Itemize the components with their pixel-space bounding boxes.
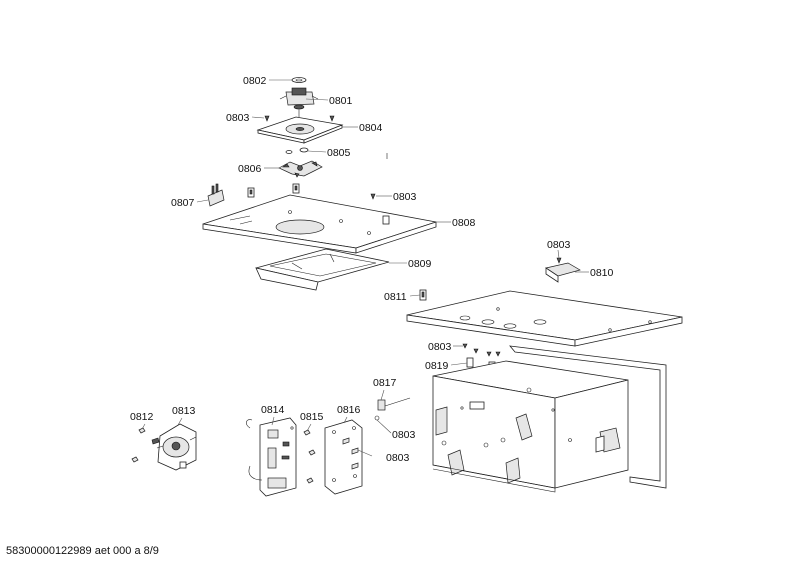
callout-0807: 0807 (171, 197, 195, 209)
motor-0813 (151, 423, 197, 471)
callout-0803: 0803 (392, 429, 416, 441)
callout-0805: 0805 (327, 147, 351, 159)
callout-0803: 0803 (428, 341, 452, 353)
oven-cavity (432, 345, 667, 493)
callout-0804: 0804 (359, 122, 383, 134)
clamp-0810 (545, 257, 581, 283)
clip-0811 (419, 289, 427, 301)
callout-0813: 0813 (172, 405, 196, 417)
callout-0803: 0803 (386, 452, 410, 464)
callout-0817: 0817 (373, 377, 397, 389)
callout-0803: 0803 (547, 239, 571, 251)
callout-0803: 0803 (226, 112, 250, 124)
motor-bracket-0804 (256, 116, 344, 144)
callout-0810: 0810 (590, 267, 614, 279)
screw-0803-top (264, 115, 335, 122)
washer-0805 (285, 147, 309, 154)
top-cover-panel (406, 290, 683, 347)
control-board-0814 (246, 417, 297, 497)
callout-0809: 0809 (408, 258, 432, 270)
mounting-plate-0816 (324, 419, 363, 495)
screws-0812 (131, 427, 146, 463)
document-footer-code: 58300000122989 aet 000 a 8/9 (6, 545, 159, 557)
element-holder-0807 (207, 183, 225, 207)
screws-0815 (303, 429, 316, 484)
fan-cover-plate-0808 (202, 194, 437, 254)
callout-0801: 0801 (329, 95, 353, 107)
callout-0816: 0816 (337, 404, 361, 416)
fan-wheel-0806 (278, 160, 323, 178)
callout-labels: 0802 0801 0803 0804 0805 0806 0803 0807 … (130, 75, 614, 464)
callout-0808: 0808 (452, 217, 476, 229)
callout-0814: 0814 (261, 404, 285, 416)
fan-motor-0801 (279, 87, 319, 117)
leader-lines (141, 79, 589, 457)
callout-0815: 0815 (300, 411, 324, 423)
callout-0811: 0811 (384, 291, 407, 303)
callout-0803: 0803 (393, 191, 417, 203)
callout-0806: 0806 (238, 163, 262, 175)
callout-0819: 0819 (425, 360, 449, 372)
sensor-0817 (374, 397, 411, 421)
clips-0807 (247, 183, 300, 198)
screw-0803-right-upper (370, 153, 388, 200)
callout-0802: 0802 (243, 75, 267, 87)
gasket-frame-0809 (255, 248, 390, 291)
fan-motor-washer-0802 (291, 77, 307, 83)
callout-0812: 0812 (130, 411, 154, 423)
